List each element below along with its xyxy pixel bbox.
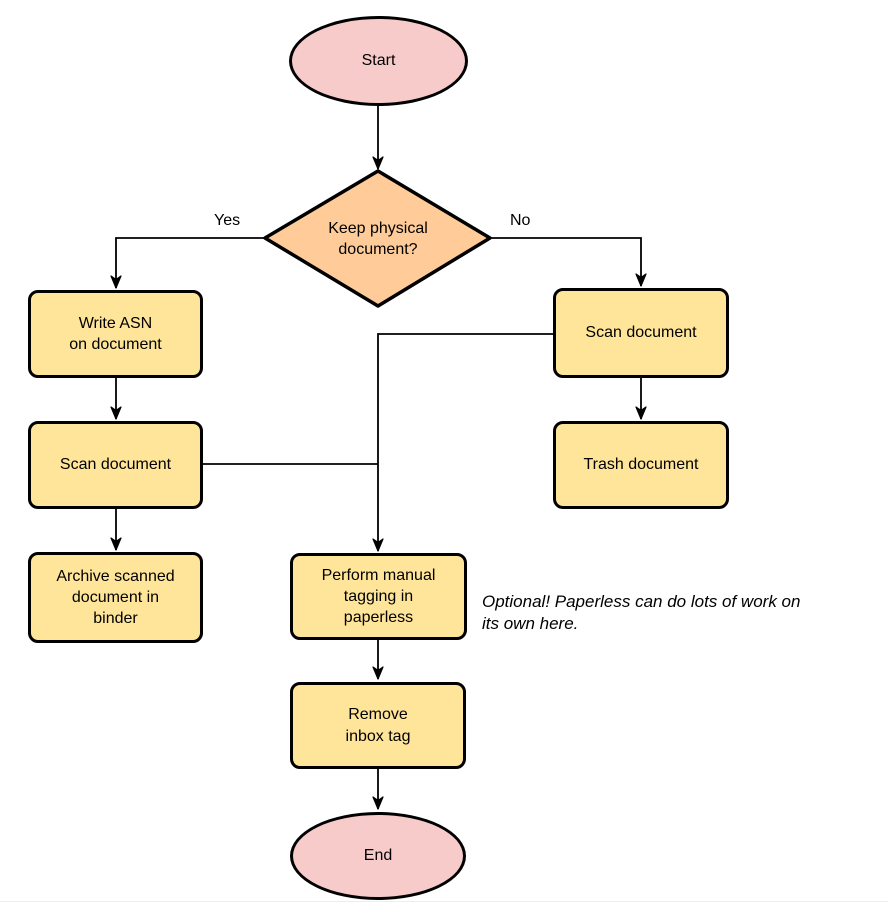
node-trash-document: Trash document xyxy=(553,421,729,509)
optional-note: Optional! Paperless can do lots of work … xyxy=(482,592,801,634)
node-manual-tagging: Perform manual tagging in paperless xyxy=(290,553,467,640)
bottom-divider xyxy=(0,901,888,902)
edge-label-no: No xyxy=(508,212,533,230)
edge-rightscan-to-tagging xyxy=(372,333,553,552)
node-scan-document-right: Scan document xyxy=(553,288,729,378)
node-archive-in-binder: Archive scanned document in binder xyxy=(28,552,203,643)
node-write-asn: Write ASN on document xyxy=(28,290,203,378)
node-remove-inbox-tag: Remove inbox tag xyxy=(290,682,466,769)
node-end: End xyxy=(290,812,466,900)
edge-yes-branch xyxy=(110,237,265,289)
edge-no-branch xyxy=(490,237,647,287)
decision-diamond-shape xyxy=(263,169,492,308)
node-scan-document-left: Scan document xyxy=(28,421,203,509)
node-start: Start xyxy=(289,16,468,106)
edge-label-yes: Yes xyxy=(212,212,243,230)
node-decision-label: Keep physical document? xyxy=(328,220,428,259)
